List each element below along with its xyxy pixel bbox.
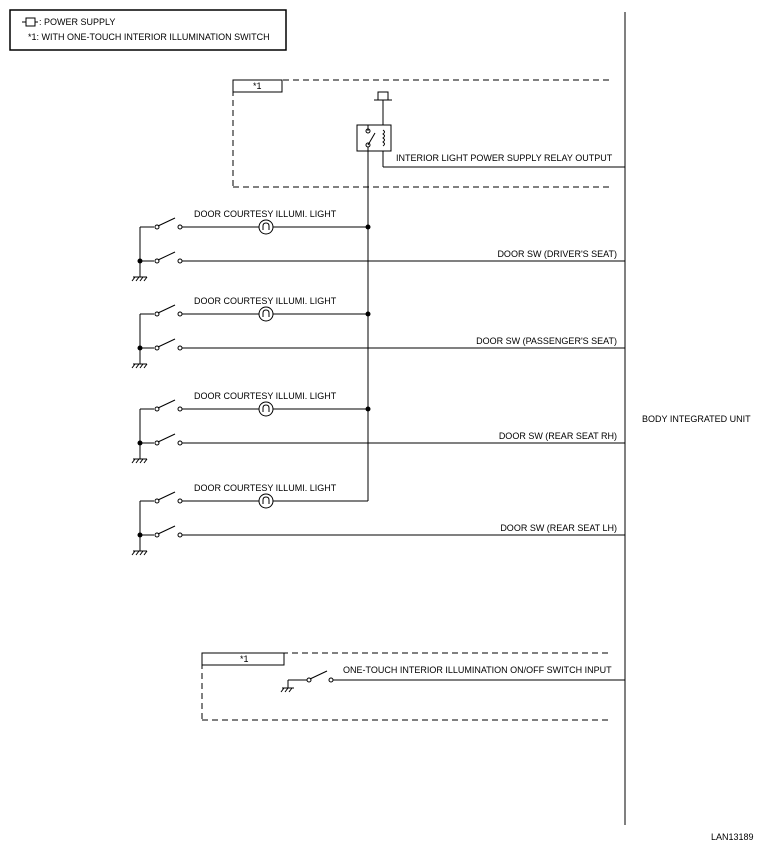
document-id: LAN13189	[711, 832, 754, 842]
ground-icon	[131, 276, 148, 282]
door-light-label: DOOR COURTESY ILLUMI. LIGHT	[194, 391, 337, 401]
door-light-label: DOOR COURTESY ILLUMI. LIGHT	[194, 296, 337, 306]
switch-terminal	[177, 345, 183, 351]
legend: : POWER SUPPLY *1: WITH ONE-TOUCH INTERI…	[9, 9, 287, 51]
option-tag-top	[232, 79, 283, 93]
door-circuits: DOOR COURTESY ILLUMI. LIGHT DOOR SW (DRIV…	[131, 209, 625, 556]
switch-terminal	[177, 440, 183, 446]
ground-icon	[280, 687, 294, 693]
onetouch-option-region: *1 ONE-TOUCH INTERIOR ILLUMINATION ON/OF…	[201, 652, 625, 721]
door-switch-label: DOOR SW (DRIVER'S SEAT)	[497, 249, 617, 259]
switch-terminal	[177, 224, 183, 230]
junction-dot	[365, 224, 371, 230]
switch-terminal	[177, 258, 183, 264]
relay-coil-icon	[382, 129, 385, 147]
switch-terminal	[177, 498, 183, 504]
door-switch-label: DOOR SW (PASSENGER'S SEAT)	[476, 336, 617, 346]
lamp-icon	[258, 219, 274, 235]
legend-frame	[9, 9, 287, 51]
relay-box	[356, 124, 392, 152]
switch-terminal	[177, 532, 183, 538]
door-switch-label: DOOR SW (REAR SEAT LH)	[500, 523, 617, 533]
option-tag-bottom	[201, 652, 285, 666]
lamp-icon	[258, 493, 274, 509]
ground-icon	[131, 458, 148, 464]
switch-terminal	[177, 406, 183, 412]
power-supply-icon	[22, 17, 38, 27]
door-circuit: DOOR COURTESY ILLUMI. LIGHT DOOR SW (PASS…	[131, 296, 625, 369]
onetouch-input-label: ONE-TOUCH INTERIOR ILLUMINATION ON/OFF S…	[343, 665, 612, 675]
ground-icon	[131, 550, 148, 556]
option-tag-top-text: *1	[253, 81, 262, 91]
lamp-icon	[258, 401, 274, 417]
junction-dot	[365, 406, 371, 412]
door-switch-label: DOOR SW (REAR SEAT RH)	[499, 431, 617, 441]
junction-dot	[365, 311, 371, 317]
option-tag-bottom-text: *1	[240, 654, 249, 664]
door-circuit: DOOR COURTESY ILLUMI. LIGHT DOOR SW (REAR…	[131, 483, 625, 556]
relay-option-region: *1	[232, 79, 612, 188]
relay-power-supply-icon	[374, 91, 392, 101]
legend-power-supply: : POWER SUPPLY	[39, 17, 115, 27]
body-unit-label: BODY INTEGRATED UNIT	[642, 414, 751, 424]
relay: INTERIOR LIGHT POWER SUPPLY RELAY OUTPUT	[356, 91, 625, 501]
switch-terminal	[177, 311, 183, 317]
onetouch-switch	[280, 670, 625, 693]
door-circuit: DOOR COURTESY ILLUMI. LIGHT DOOR SW (DRIV…	[131, 209, 625, 282]
ground-icon	[131, 363, 148, 369]
relay-output-label: INTERIOR LIGHT POWER SUPPLY RELAY OUTPUT	[396, 153, 613, 163]
door-light-label: DOOR COURTESY ILLUMI. LIGHT	[194, 483, 337, 493]
lamp-icon	[258, 306, 274, 322]
door-light-label: DOOR COURTESY ILLUMI. LIGHT	[194, 209, 337, 219]
door-circuit: DOOR COURTESY ILLUMI. LIGHT DOOR SW (REAR…	[131, 391, 625, 464]
legend-note: *1: WITH ONE-TOUCH INTERIOR ILLUMINATION…	[28, 32, 270, 42]
